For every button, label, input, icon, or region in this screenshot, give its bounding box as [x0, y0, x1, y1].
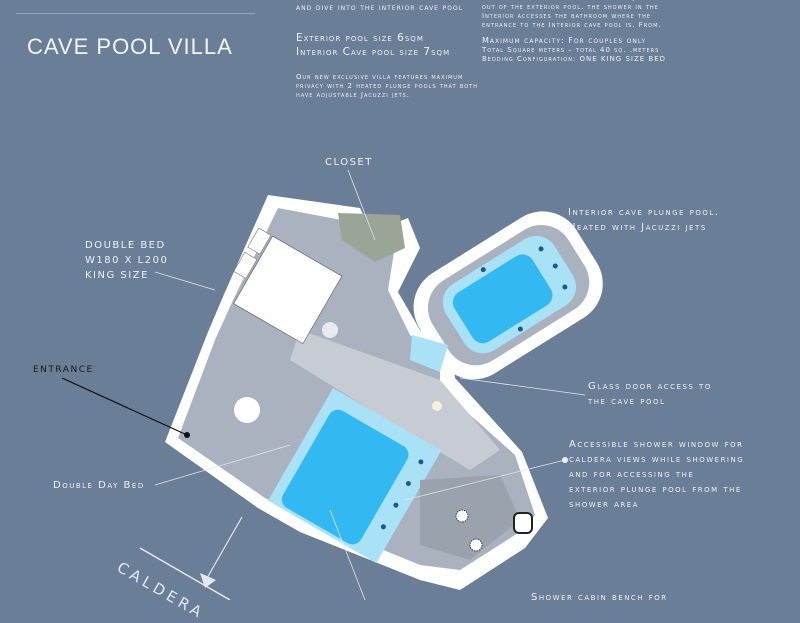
floor-plan [61, 169, 603, 600]
entrance-line [61, 377, 188, 436]
shower-area [420, 475, 520, 560]
cave-pool-wing [413, 211, 603, 380]
label-double-bed: DOUBLE BED W180 X L200 KING SIZE [85, 240, 169, 281]
corridor [290, 330, 500, 470]
exterior-pool [268, 388, 442, 564]
label-double-day-bed: Double Day Bed [53, 480, 145, 491]
closet [338, 213, 405, 262]
cave-pool [452, 254, 553, 344]
label-interior-pool: Interior cave plunge pool. Heated with J… [568, 207, 720, 233]
entrance-dot [184, 432, 190, 438]
bedding-text: Bedding Configuration: ONE KING SIZE BED [482, 55, 667, 63]
interior-pool-size: Interior Cave pool size 7sqm [296, 46, 451, 58]
caldera-line [139, 547, 231, 600]
leader-lines [154, 169, 586, 600]
double-bed [233, 227, 343, 345]
label-entrance: ENTRANCE [33, 365, 94, 375]
intro-tail-text: and dive into the interior cave pool [296, 3, 464, 13]
round-table [234, 397, 260, 423]
label-glass-door: Glass door access to the cave pool [588, 381, 712, 407]
toilet [513, 512, 533, 534]
square-meters-text: Total Square meters – total 40 sq. .mete… [482, 46, 660, 54]
glass-door [410, 335, 448, 372]
right-paragraph: combination with the privacy you can jum… [482, 0, 676, 29]
label-shower-window: Accessible shower window for caldera vie… [569, 439, 745, 510]
villa-description: Our new exclusive villa features maximum… [296, 73, 478, 99]
caldera-arrow [206, 516, 243, 579]
exterior-pool-size: Exterior pool size 6sqm [296, 32, 424, 44]
label-closet: CLOSET [325, 157, 373, 168]
label-shower-bench: Shower cabin bench for [531, 592, 668, 603]
title-rule [16, 13, 255, 14]
capacity-text: Maximum capacity: For couples only [482, 36, 647, 45]
page-title: CAVE POOL VILLA [27, 33, 233, 59]
